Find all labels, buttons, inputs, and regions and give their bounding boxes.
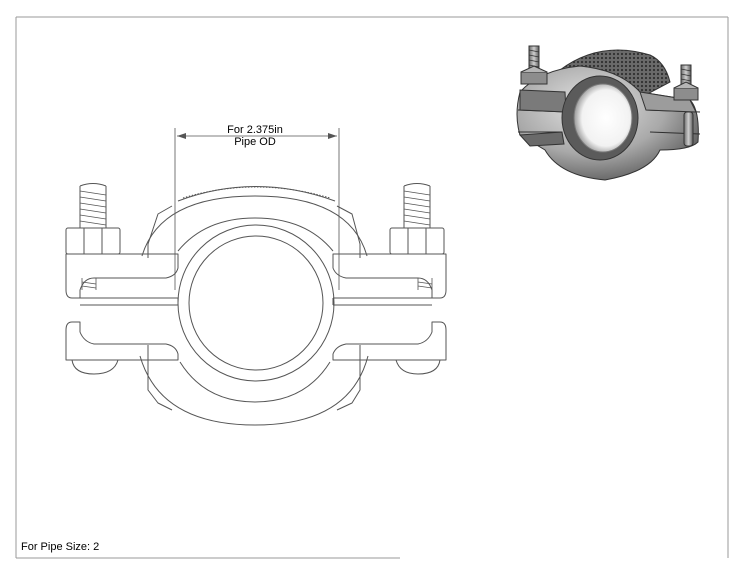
- dimension-label-line1: For 2.375in: [227, 124, 283, 136]
- dimension-label-line2: Pipe OD: [234, 136, 276, 148]
- housing-lug-left: [147, 205, 173, 258]
- dimension-label: For 2.375in Pipe OD: [190, 124, 320, 148]
- bottom-bolt-pad: [65, 321, 179, 361]
- arrow-right: [328, 133, 337, 139]
- housing-lug-left-bottom: [147, 345, 173, 411]
- housing-outer-top: [141, 195, 368, 257]
- pipe-size-note: For Pipe Size: 2: [21, 541, 100, 553]
- gasket-top-band: [177, 186, 336, 202]
- housing-outer-bottom: [139, 355, 369, 426]
- bolt-head-right: [395, 359, 441, 375]
- bolt-nut-right: [389, 183, 445, 255]
- bolt-head-left: [71, 359, 119, 375]
- arrow-left: [177, 133, 186, 139]
- housing-lug-right-bottom: [336, 345, 361, 411]
- housing-inner-bottom: [179, 361, 331, 403]
- coupling-isometric-view: [516, 45, 701, 181]
- pipe-bore-outer: [177, 224, 335, 382]
- housing-inner-top: [177, 217, 334, 252]
- sheet-frame: [15, 16, 729, 559]
- pipe-bore-inner: [188, 235, 324, 371]
- coupling-front-view: [65, 183, 447, 426]
- top-bolt-pad: [65, 253, 179, 299]
- housing-lug-right: [336, 205, 361, 258]
- dimension-annotation: [174, 128, 340, 290]
- bolt-nut-left: [65, 183, 121, 255]
- iso-bore-inner: [573, 83, 633, 153]
